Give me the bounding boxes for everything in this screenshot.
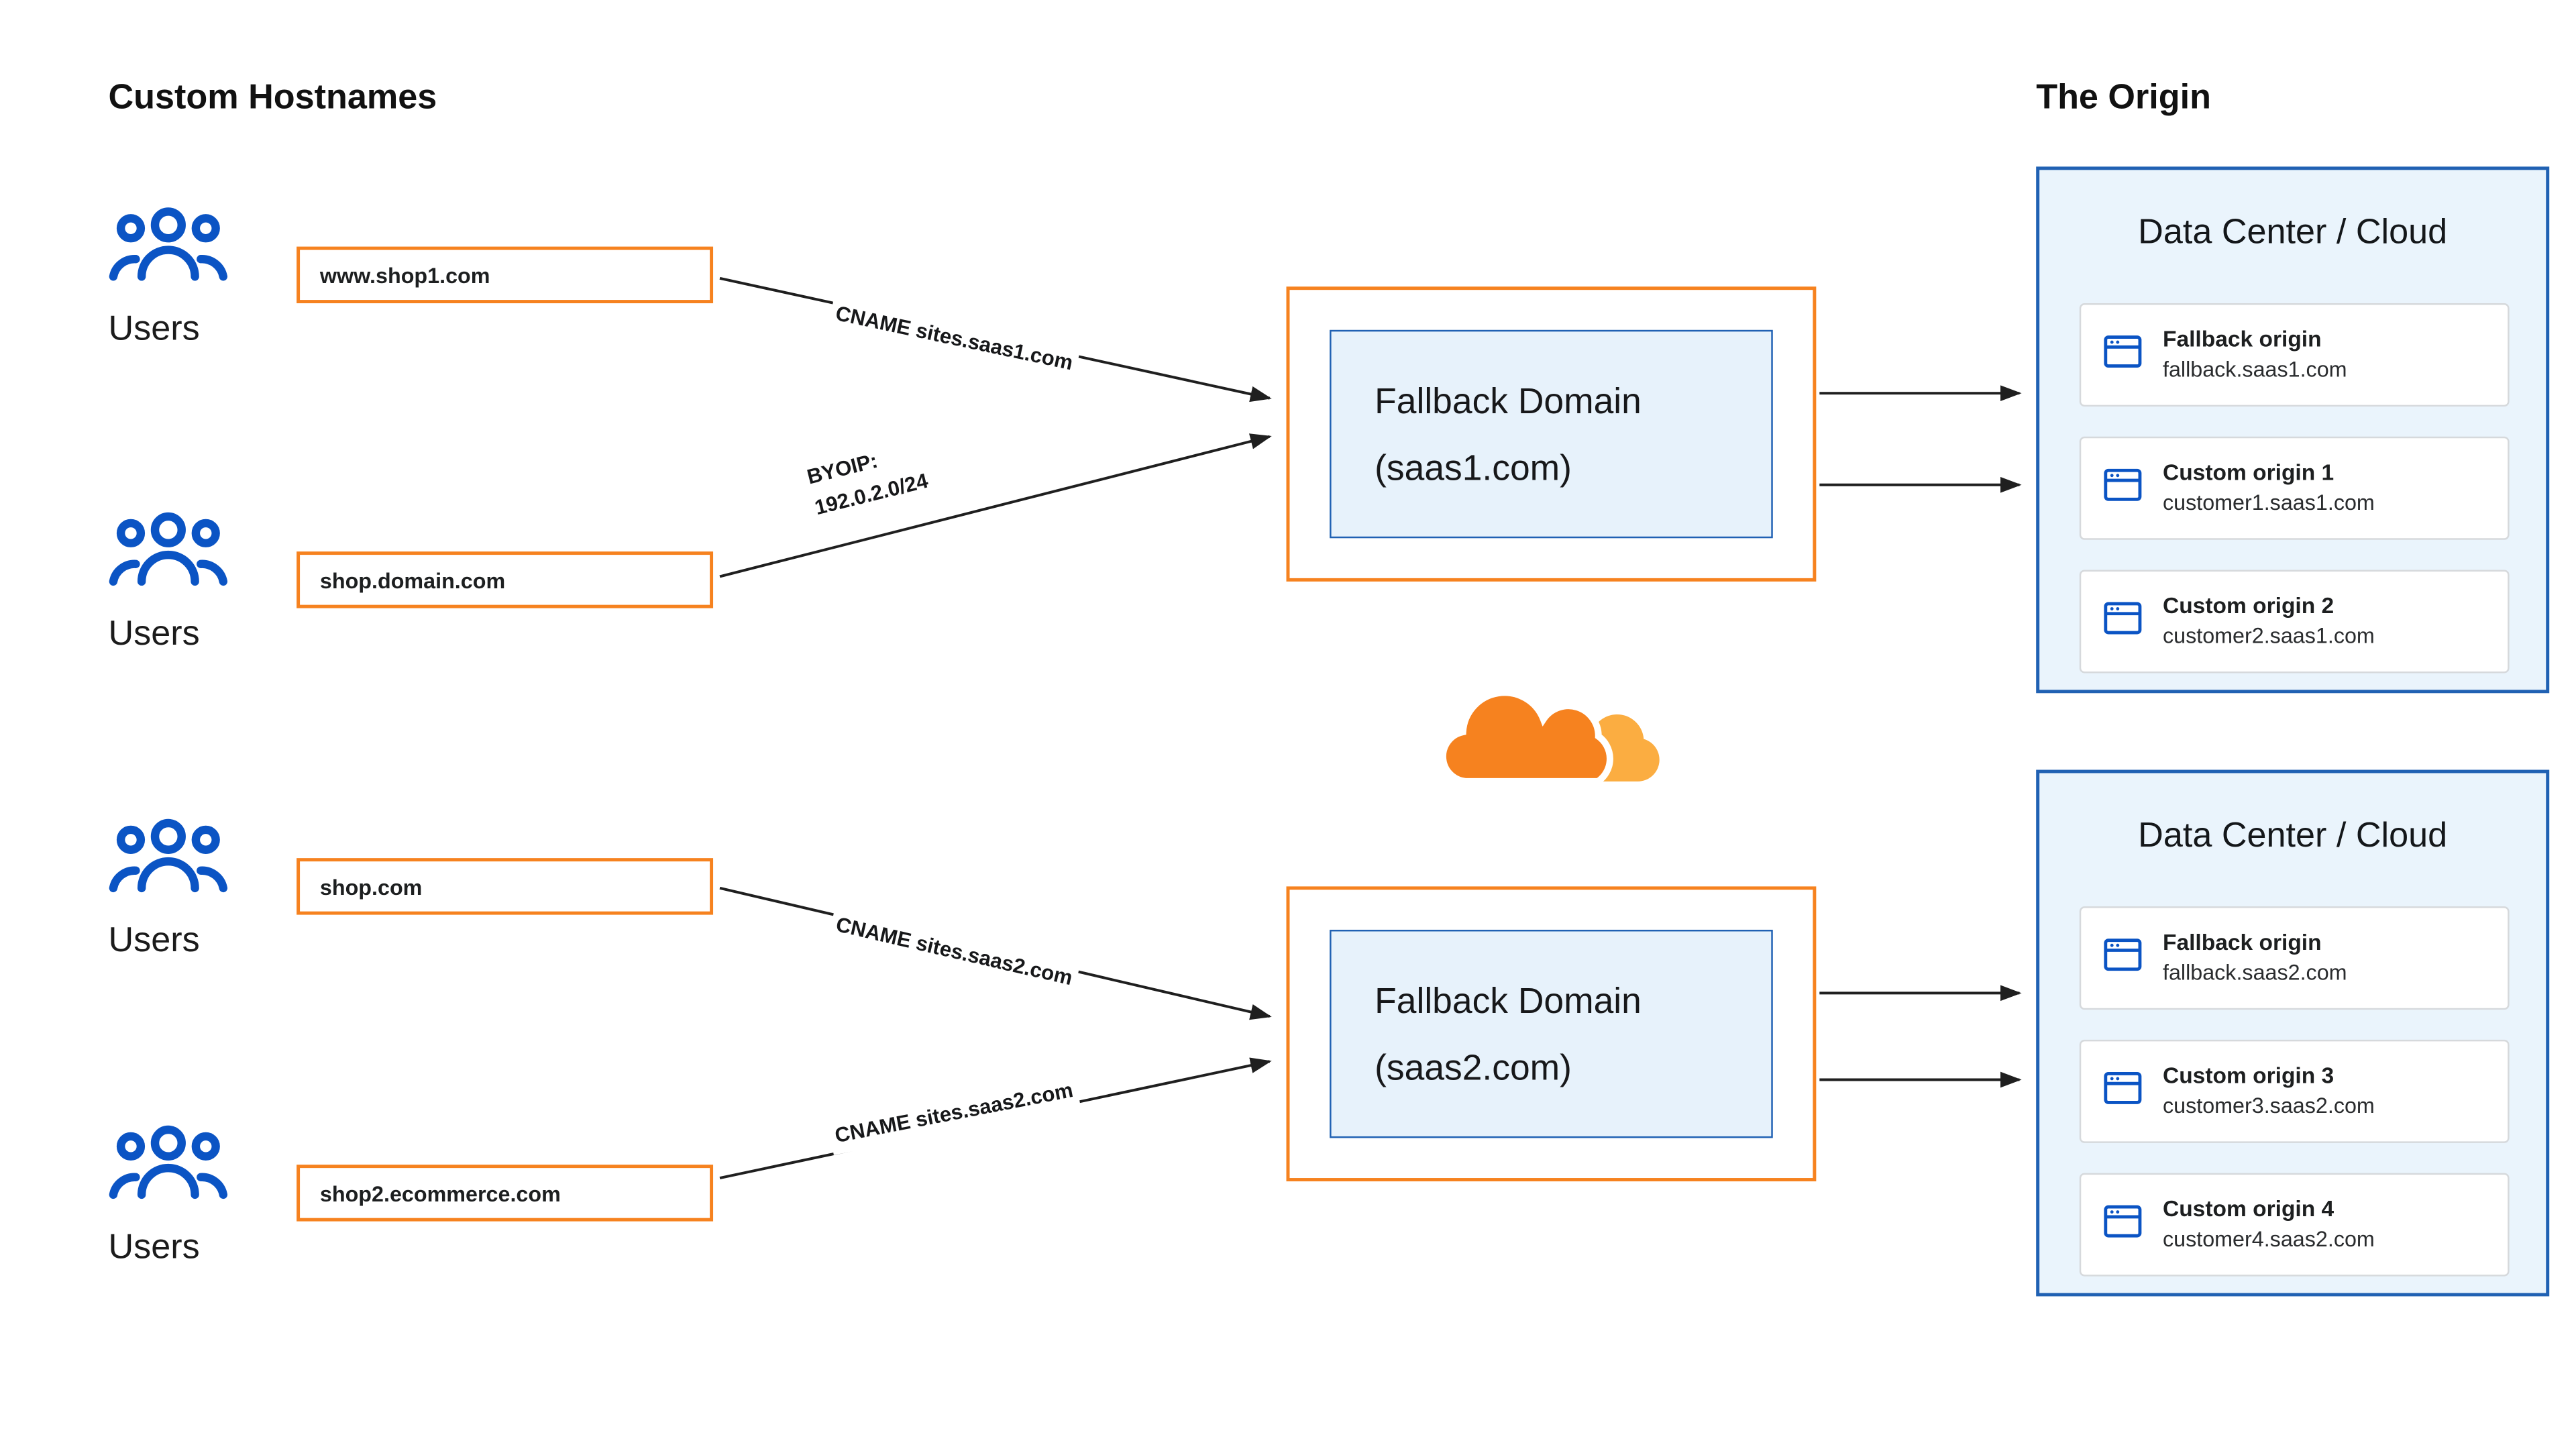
fallback-domain-box-saas2: Fallback Domain (saas2.com) xyxy=(1286,886,1817,1182)
users-icon xyxy=(108,207,228,292)
origin-card-custom2: Custom origin 2 customer2.saas1.com xyxy=(2079,570,2510,674)
origin-host: customer2.saas1.com xyxy=(2162,623,2375,649)
browser-window-icon xyxy=(2101,329,2145,381)
the-origin-title: The Origin xyxy=(2036,78,2212,117)
browser-window-icon xyxy=(2101,462,2145,514)
browser-window-icon xyxy=(2101,1199,2145,1250)
origin-name: Fallback origin xyxy=(2162,326,2322,352)
fallback-domain-name: Fallback Domain xyxy=(1375,380,1642,421)
fallback-domain-box-saas1: Fallback Domain (saas1.com) xyxy=(1286,286,1817,582)
origin-card-custom4: Custom origin 4 customer4.saas2.com xyxy=(2079,1173,2510,1277)
custom-hostnames-title: Custom Hostnames xyxy=(108,78,437,117)
users-label: Users xyxy=(108,309,200,349)
browser-window-icon xyxy=(2101,932,2145,984)
hostname-text: shop2.ecommerce.com xyxy=(319,1180,561,1206)
data-center-panel-saas2: Data Center / Cloud Fallback origin fall… xyxy=(2036,769,2550,1297)
hostname-text: shop.domain.com xyxy=(319,567,506,592)
users-label: Users xyxy=(108,1228,200,1267)
data-center-panel-saas1: Data Center / Cloud Fallback origin fall… xyxy=(2036,166,2550,694)
origin-card-fallback-saas2: Fallback origin fallback.saas2.com xyxy=(2079,906,2510,1010)
cloudflare-logo-icon xyxy=(1425,672,1675,810)
browser-window-icon xyxy=(2101,596,2145,647)
origin-name: Custom origin 2 xyxy=(2162,592,2334,618)
origin-card-custom1: Custom origin 1 customer1.saas1.com xyxy=(2079,436,2510,540)
origin-host: customer4.saas2.com xyxy=(2162,1226,2375,1252)
origin-name: Custom origin 3 xyxy=(2162,1063,2334,1088)
fallback-domain-inner: Fallback Domain (saas2.com) xyxy=(1330,929,1773,1138)
fallback-domain-name: Fallback Domain xyxy=(1375,980,1642,1021)
hostname-box-shop2: shop2.ecommerce.com xyxy=(297,1165,714,1222)
data-center-title: Data Center / Cloud xyxy=(2138,816,2448,855)
fallback-domain-host: (saas2.com) xyxy=(1375,1047,1572,1087)
users-icon xyxy=(108,512,228,597)
hostname-text: shop.com xyxy=(319,873,423,900)
hostname-box-shop-domain: shop.domain.com xyxy=(297,551,714,608)
users-label: Users xyxy=(108,614,200,653)
browser-window-icon xyxy=(2101,1065,2145,1117)
users-icon xyxy=(108,818,228,904)
users-label: Users xyxy=(108,921,200,960)
origin-host: fallback.saas1.com xyxy=(2162,357,2347,382)
hostname-box-shop: shop.com xyxy=(297,858,714,915)
fallback-domain-inner: Fallback Domain (saas1.com) xyxy=(1330,329,1773,539)
origin-card-custom3: Custom origin 3 customer3.saas2.com xyxy=(2079,1039,2510,1143)
origin-name: Fallback origin xyxy=(2162,929,2322,955)
data-center-title: Data Center / Cloud xyxy=(2138,213,2448,252)
hostname-text: www.shop1.com xyxy=(319,262,490,288)
hostname-box-shop1: www.shop1.com xyxy=(297,246,714,304)
origin-host: customer3.saas2.com xyxy=(2162,1093,2375,1119)
origin-host: customer1.saas1.com xyxy=(2162,490,2375,516)
origin-card-fallback-saas1: Fallback origin fallback.saas1.com xyxy=(2079,303,2510,407)
origin-name: Custom origin 1 xyxy=(2162,460,2334,485)
origin-name: Custom origin 4 xyxy=(2162,1195,2334,1222)
origin-host: fallback.saas2.com xyxy=(2162,960,2347,985)
fallback-domain-host: (saas1.com) xyxy=(1375,447,1572,488)
users-icon xyxy=(108,1125,228,1210)
